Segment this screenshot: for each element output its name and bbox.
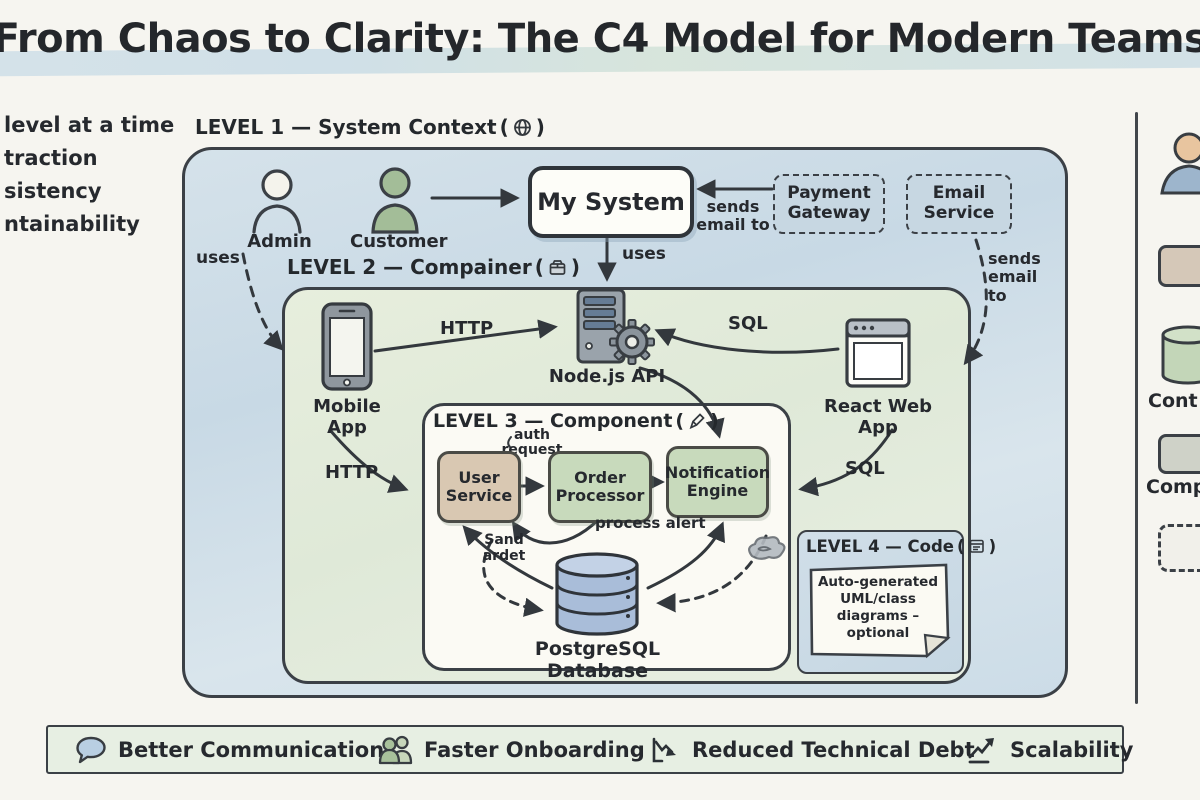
auth-squiggle bbox=[507, 436, 512, 448]
scribble-cloud-icon bbox=[748, 536, 786, 560]
declining-chart-icon bbox=[652, 737, 676, 762]
arrow-sql-into-level3 bbox=[798, 428, 894, 497]
browser-window-icon bbox=[845, 318, 911, 394]
benefit-faster-onboarding: Faster Onboarding bbox=[378, 727, 645, 772]
level3-label-text: LEVEL 3 — Component bbox=[433, 410, 673, 432]
edge-label-process-alert: process alert bbox=[595, 514, 706, 532]
admin-label: Admin bbox=[247, 231, 312, 252]
legend-container-label: Cont bbox=[1148, 390, 1198, 412]
edge-label-send-order: Sand ardet bbox=[482, 532, 526, 565]
left-note: level at a time bbox=[4, 113, 175, 137]
left-note: traction bbox=[4, 146, 98, 170]
arrow-node-to-notification bbox=[638, 366, 725, 439]
level4-note-text: Auto-generated UML/class diagrams – opti… bbox=[817, 574, 939, 641]
server-gear-icon bbox=[576, 288, 658, 374]
benefit-reduced-technical-debt: Reduced Technical Debt bbox=[650, 727, 975, 772]
customer-label: Customer bbox=[350, 231, 448, 252]
legend-container-cylinder-icon bbox=[1160, 324, 1200, 390]
speech-bubble-icon bbox=[76, 736, 106, 763]
left-note: ntainability bbox=[4, 212, 140, 236]
edge-label-sql-2: SQL bbox=[845, 458, 885, 479]
arrow-db-to-userservice bbox=[462, 525, 554, 590]
gear-icon bbox=[609, 319, 655, 365]
edge-label-sql: SQL bbox=[728, 313, 768, 334]
level3-label: LEVEL 3 — Component ( ) bbox=[433, 410, 719, 432]
rising-arrow-icon bbox=[968, 737, 994, 763]
edge-label-uses: uses bbox=[622, 244, 666, 264]
react-web-app-label: React Web App bbox=[823, 396, 933, 438]
order-processor-box: Order Processor bbox=[548, 451, 652, 523]
payment-gateway-box: Payment Gateway bbox=[773, 174, 885, 234]
payment-gateway-label: Payment Gateway bbox=[787, 183, 871, 223]
arrow-admin-uses-dashed bbox=[241, 252, 284, 351]
level1-label-text: LEVEL 1 — System Context bbox=[195, 115, 497, 139]
arrow-orderprocessor-loop bbox=[511, 518, 600, 545]
legend-component-label: Comp bbox=[1146, 476, 1200, 498]
legend-system-box bbox=[1158, 245, 1200, 287]
customer-person-icon bbox=[364, 165, 428, 241]
order-processor-label: Order Processor bbox=[555, 468, 645, 505]
edge-label-http-2: HTTP bbox=[325, 462, 379, 483]
user-service-label: User Service bbox=[445, 468, 513, 505]
level4-label-text: LEVEL 4 — Code bbox=[806, 537, 955, 556]
edge-label-uses-admin: uses bbox=[196, 248, 240, 268]
email-service-box: Email Service bbox=[906, 174, 1012, 234]
legend-component-box bbox=[1158, 434, 1200, 474]
arrow-emailservice-dashed bbox=[963, 238, 988, 366]
level2-label-text: LEVEL 2 — Compainer bbox=[287, 255, 532, 279]
admin-person-icon bbox=[246, 167, 310, 241]
level1-label: LEVEL 1 — System Context ( ) bbox=[195, 115, 545, 139]
benefit-label: Faster Onboarding bbox=[424, 737, 645, 762]
page-title: From Chaos to Clarity: The C4 Model for … bbox=[0, 16, 1200, 62]
edge-label-http: HTTP bbox=[440, 318, 494, 339]
arrow-db-to-notification bbox=[646, 521, 725, 590]
postgresql-database-label: PostgreSQL Database bbox=[534, 638, 661, 682]
arrow-react-sql bbox=[654, 328, 840, 354]
left-note: sistency bbox=[4, 179, 102, 203]
benefits-bar: Better Communication Faster Onboarding bbox=[46, 725, 1133, 774]
level4-label: LEVEL 4 — Code ( ) bbox=[806, 537, 997, 556]
benefit-label: Scalability bbox=[1010, 737, 1134, 762]
edge-label-sends-email: sends email to bbox=[696, 197, 770, 235]
people-icon bbox=[378, 735, 413, 765]
globe-icon bbox=[513, 118, 531, 136]
arrow-sendorder-dashed bbox=[482, 538, 544, 617]
database-cylinder-icon bbox=[553, 551, 641, 643]
edge-label-sends-email-service: sends email to bbox=[988, 249, 1041, 305]
my-system-label: My System bbox=[537, 188, 685, 216]
my-system-box: My System bbox=[528, 166, 694, 238]
mobile-phone-icon bbox=[320, 301, 374, 397]
arrow-http-into-level3 bbox=[328, 428, 409, 493]
notification-engine-box: Notification Engine bbox=[664, 446, 771, 518]
user-service-box: User Service bbox=[437, 451, 521, 523]
code-window-icon bbox=[969, 539, 984, 553]
paper-note-icon bbox=[809, 563, 951, 659]
legend-boundary-box bbox=[1158, 524, 1200, 572]
level4-note-wrap: Auto-generated UML/class diagrams – opti… bbox=[797, 530, 960, 670]
pencil-icon bbox=[689, 413, 705, 430]
benefit-label: Reduced Technical Debt bbox=[692, 737, 975, 762]
email-service-label: Email Service bbox=[923, 183, 995, 223]
legend-person-icon bbox=[1158, 131, 1200, 199]
benefit-scalability: Scalability bbox=[966, 727, 1133, 772]
legend-divider bbox=[1135, 112, 1138, 704]
benefit-better-communication: Better Communication bbox=[74, 727, 384, 772]
benefit-label: Better Communication bbox=[118, 737, 385, 762]
arrow-mobile-http bbox=[373, 319, 558, 353]
package-icon bbox=[549, 259, 566, 275]
nodejs-api-label: Node.js API bbox=[548, 366, 666, 387]
notification-engine-label: Notification Engine bbox=[664, 463, 771, 500]
level2-label: LEVEL 2 — Compainer ( ) bbox=[287, 255, 580, 279]
mobile-app-label: Mobile App bbox=[313, 396, 381, 438]
